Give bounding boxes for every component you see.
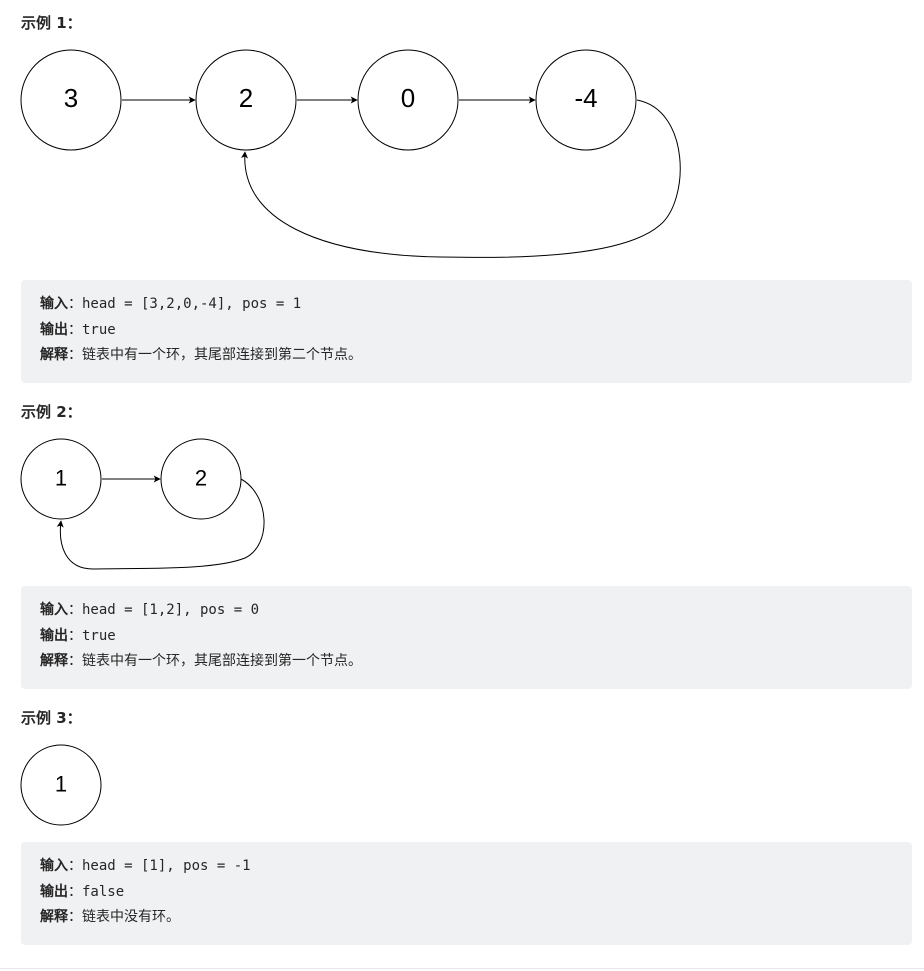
ex2-output-line: 输出：true bbox=[40, 624, 893, 650]
ex1-input-colon: ： bbox=[68, 296, 82, 312]
ex1-output-colon: ： bbox=[68, 321, 82, 338]
ex1-output-label: 输出 bbox=[40, 321, 68, 338]
example-3-diagram: 1 bbox=[20, 744, 102, 826]
ex1-node-2-label: 0 bbox=[401, 83, 415, 113]
ex3-input-colon: ： bbox=[68, 858, 82, 874]
ex1-node-0: 3 bbox=[20, 49, 122, 151]
ex3-node-0-label: 1 bbox=[55, 772, 67, 797]
ex1-cycle-edge bbox=[241, 99, 681, 258]
ex1-input-value: head = [3,2,0,-4], pos = 1 bbox=[82, 296, 302, 312]
ex2-input-value: head = [1,2], pos = 0 bbox=[82, 602, 260, 618]
ex3-explanation-colon: ： bbox=[68, 909, 82, 925]
ex3-node-0: 1 bbox=[20, 744, 102, 826]
ex3-explanation-label: 解释 bbox=[40, 909, 68, 925]
ex2-cycle-edge bbox=[56, 478, 265, 570]
ex1-node-0-label: 3 bbox=[64, 83, 78, 113]
ex1-node-2: 0 bbox=[357, 49, 459, 151]
ex1-output-line: 输出：true bbox=[40, 318, 893, 344]
ex1-node-3: -4 bbox=[535, 49, 637, 151]
ex3-output-value: false bbox=[82, 883, 125, 900]
ex1-explanation-value: 链表中有一个环，其尾部连接到第二个节点。 bbox=[82, 347, 362, 363]
ex2-output-label: 输出 bbox=[40, 627, 68, 644]
ex2-input-label: 输入 bbox=[40, 602, 68, 618]
example-2-heading: 示例 2： bbox=[21, 403, 82, 421]
ex1-node-1: 2 bbox=[195, 49, 297, 151]
ex2-node-1-label: 2 bbox=[195, 466, 207, 491]
ex1-explanation-label: 解释 bbox=[40, 347, 68, 363]
ex1-node-1-label: 2 bbox=[239, 83, 253, 113]
ex2-input-line: 输入：head = [1,2], pos = 0 bbox=[40, 598, 893, 624]
ex1-input-label: 输入 bbox=[40, 296, 68, 312]
ex3-explanation-value: 链表中没有环。 bbox=[82, 909, 180, 925]
ex2-node-1: 2 bbox=[160, 438, 242, 520]
ex3-output-label: 输出 bbox=[40, 883, 68, 900]
ex3-input-value: head = [1], pos = -1 bbox=[82, 858, 251, 874]
ex2-input-colon: ： bbox=[68, 602, 82, 618]
ex3-output-colon: ： bbox=[68, 883, 82, 900]
ex3-input-line: 输入：head = [1], pos = -1 bbox=[40, 854, 893, 880]
ex2-explanation-label: 解释 bbox=[40, 653, 68, 669]
bottom-divider bbox=[0, 968, 924, 969]
ex3-explanation-line: 解释：链表中没有环。 bbox=[40, 905, 893, 931]
example-2-diagram: 1 2 bbox=[20, 438, 265, 570]
example-3-code-block: 输入：head = [1], pos = -1 输出：false 解释：链表中没… bbox=[21, 842, 912, 945]
example-1-diagram: 3 2 0 -4 bbox=[20, 49, 681, 258]
ex3-input-label: 输入 bbox=[40, 858, 68, 874]
ex2-output-colon: ： bbox=[68, 627, 82, 644]
ex2-output-value: true bbox=[82, 627, 116, 644]
ex2-node-0: 1 bbox=[20, 438, 102, 520]
example-1-code-block: 输入：head = [3,2,0,-4], pos = 1 输出：true 解释… bbox=[21, 280, 912, 383]
ex1-explanation-colon: ： bbox=[68, 347, 82, 363]
ex2-node-0-label: 1 bbox=[55, 466, 67, 491]
ex2-explanation-value: 链表中有一个环，其尾部连接到第一个节点。 bbox=[82, 653, 362, 669]
ex2-explanation-colon: ： bbox=[68, 653, 82, 669]
example-1-heading: 示例 1： bbox=[21, 14, 82, 32]
ex3-output-line: 输出：false bbox=[40, 880, 893, 906]
ex1-input-line: 输入：head = [3,2,0,-4], pos = 1 bbox=[40, 292, 893, 318]
ex1-node-3-label: -4 bbox=[574, 83, 597, 113]
ex2-explanation-line: 解释：链表中有一个环，其尾部连接到第一个节点。 bbox=[40, 649, 893, 675]
example-2-code-block: 输入：head = [1,2], pos = 0 输出：true 解释：链表中有… bbox=[21, 586, 912, 689]
ex1-output-value: true bbox=[82, 321, 116, 338]
ex1-explanation-line: 解释：链表中有一个环，其尾部连接到第二个节点。 bbox=[40, 343, 893, 369]
example-3-heading: 示例 3： bbox=[21, 709, 82, 727]
